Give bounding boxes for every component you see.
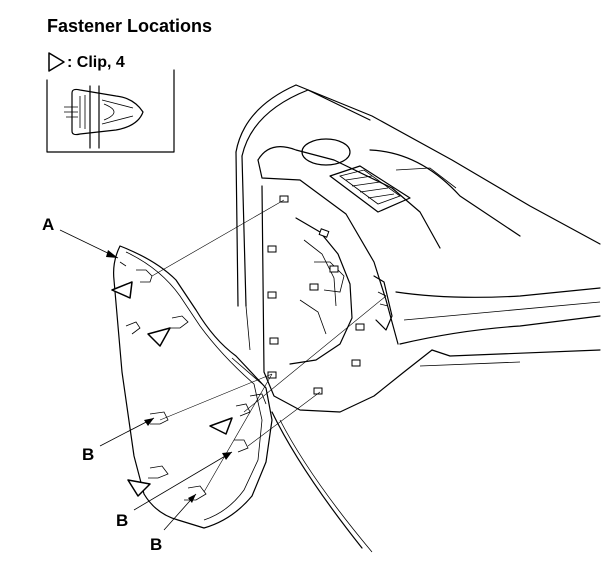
clip-triangle-icon: [48, 52, 65, 72]
callout-b: B: [150, 535, 162, 554]
callout-a: A: [42, 215, 54, 234]
clip-triangle-icon: [127, 479, 151, 497]
callout-b: B: [82, 445, 94, 464]
clip-triangle-icon: [209, 417, 233, 435]
vehicle-body-outline: [235, 84, 601, 553]
diagram-title: Fastener Locations: [47, 16, 212, 36]
clip-triangle-icon: [147, 327, 171, 347]
clip-triangle-icon: [111, 281, 133, 299]
legend-clip-text: : Clip, 4: [67, 54, 125, 71]
callout-b: B: [116, 511, 128, 530]
callout-leaders: [59, 229, 233, 531]
alignment-lines: [151, 199, 387, 493]
clip-detail-inset: [46, 69, 175, 153]
